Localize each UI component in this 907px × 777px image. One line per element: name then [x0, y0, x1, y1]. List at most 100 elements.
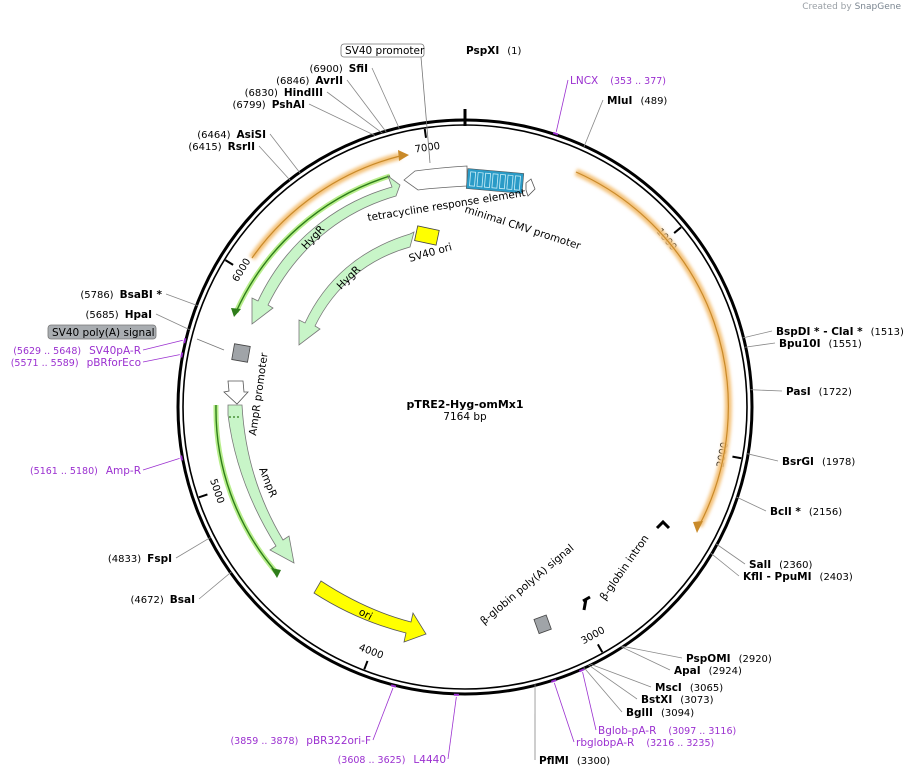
bglobin-polya-label: β-globin poly(A) signal [478, 542, 576, 627]
tick-mark [363, 660, 369, 670]
restriction-site-label: (6799)PshAI [232, 99, 305, 111]
primer-range: (5629 .. 5648) [13, 346, 81, 357]
primer-name: pBRforEco [87, 357, 141, 369]
plasmid-name: pTRE2-Hyg-omMx1 [406, 398, 523, 411]
site-name: HindIII [284, 87, 323, 99]
hygr-orf-line [235, 175, 391, 313]
sv40-ori-label: SV40 ori [408, 241, 454, 265]
orf-arrowhead-upper [398, 150, 409, 161]
primer-label: (5629 .. 5648) SV40pA-R [13, 345, 141, 357]
restriction-site-label: BspDI * - ClaI *(1513) [776, 326, 904, 338]
site-leader [165, 293, 198, 307]
restriction-site-label: Bpu10I(1551) [779, 338, 862, 350]
site-leader [620, 646, 671, 671]
restriction-site-label: PasI (1722) [786, 386, 852, 398]
cmv-label: minimal CMV promoter [463, 203, 583, 252]
primer-label: (3608 .. 3625)L4440 [338, 754, 446, 766]
orf-glow-main [574, 168, 732, 528]
site-name: HpaI [125, 309, 152, 321]
primer-leader [582, 672, 597, 731]
restriction-site-label: KflI - PpuMI(2403) [743, 571, 853, 583]
site-position: (3094) [661, 708, 694, 719]
site-leader [371, 67, 400, 129]
site-leader [155, 313, 190, 331]
sv40-polya-leader [196, 338, 225, 351]
primer-label: rbglobpA-R(3216 .. 3235) [576, 737, 714, 749]
sv40-polya-box [47, 324, 157, 340]
site-leader [269, 133, 301, 174]
restriction-site-label: MscI(3065) [655, 682, 723, 694]
primer-range: (3097 .. 3116) [668, 726, 736, 737]
bglobin-intron-end [655, 519, 671, 530]
restriction-site-label: (6900)SfiI [309, 63, 368, 75]
site-leader [198, 571, 232, 600]
primer-mark [180, 352, 184, 358]
primer-name: Bglob-pA-R [598, 725, 656, 737]
site-leader [308, 103, 376, 136]
site-leader [736, 496, 767, 512]
site-name: PspOMI [686, 653, 731, 665]
site-leader [258, 145, 291, 181]
restriction-site-label: ApaI (2924) [674, 665, 742, 677]
restriction-site-label: (4672)BsaI [130, 594, 195, 606]
credit-prefix: Created by [802, 2, 852, 12]
primer-range: (3216 .. 3235) [646, 738, 714, 749]
label-leaders [155, 67, 783, 761]
site-position: (1722) [819, 387, 852, 398]
ori-feature [313, 580, 427, 643]
sv40-polya-box-label: SV40 poly(A) signal [52, 327, 155, 339]
site-position: (489) [640, 96, 667, 107]
ori-label: ori [357, 606, 375, 623]
primer-label: (5161 .. 5180)Amp-R [30, 465, 141, 477]
site-leader [175, 537, 211, 559]
orf-line-upper [251, 155, 401, 259]
sv40-polya-feature [231, 343, 251, 363]
restriction-site-label: (5786)BsaBI * [80, 289, 162, 301]
primer-range: (3608 .. 3625) [338, 755, 406, 766]
site-leader [747, 453, 779, 462]
site-name: BglII [626, 707, 653, 719]
site-position: (6415) [188, 142, 221, 153]
site-leader [744, 342, 776, 348]
ampr-promoter-feature [223, 380, 249, 405]
restriction-site-label: SalI(2360) [749, 559, 813, 571]
tre-repeat-unit [506, 174, 514, 190]
site-leader [590, 663, 652, 688]
restriction-site-label: PspOMI(2920) [686, 653, 772, 665]
sv40-promoter-leader [420, 56, 431, 164]
site-position: (6799) [232, 100, 265, 111]
site-name: PasI [786, 386, 811, 398]
bglobin-polya-feature [533, 614, 552, 635]
hygr-feature-1 [251, 174, 401, 325]
tick-mark [198, 493, 208, 499]
orf-arrowhead-main [693, 521, 703, 533]
site-name: MluI [607, 95, 632, 107]
ampr-promoter-label: AmpR promoter [247, 351, 271, 436]
primer-mark [552, 131, 559, 136]
primer-range: (5161 .. 5180) [30, 466, 98, 477]
site-name: MscI [655, 682, 682, 694]
site-position: (6830) [245, 88, 278, 99]
site-name: RsrII [228, 141, 255, 153]
site-name: ApaI [674, 665, 701, 677]
site-leader [583, 99, 604, 148]
primer-range: (353 .. 377) [610, 76, 666, 87]
site-leader [326, 91, 383, 134]
site-position: (2924) [709, 666, 742, 677]
restriction-site-label: BglII (3094) [626, 707, 694, 719]
tre-feature [465, 168, 525, 194]
site-position: (2156) [809, 507, 842, 518]
site-labels: PspXI(1)MluI(489)BspDI * - ClaI *(1513)B… [80, 45, 904, 767]
site-name: KflI - PpuMI [743, 571, 812, 583]
primer-leader [372, 687, 394, 741]
tre-arrow-back [403, 165, 468, 191]
primer-leader [555, 79, 569, 132]
primer-label: Bglob-pA-R (3097 .. 3116) [598, 725, 736, 737]
site-name: AvrII [315, 75, 343, 87]
primer-name: SV40pA-R [89, 345, 141, 357]
site-name: BspDI * - ClaI * [776, 326, 863, 338]
tick-mark [732, 455, 742, 460]
primer-name: LNCX [570, 75, 598, 87]
site-name: BstXI [641, 694, 672, 706]
